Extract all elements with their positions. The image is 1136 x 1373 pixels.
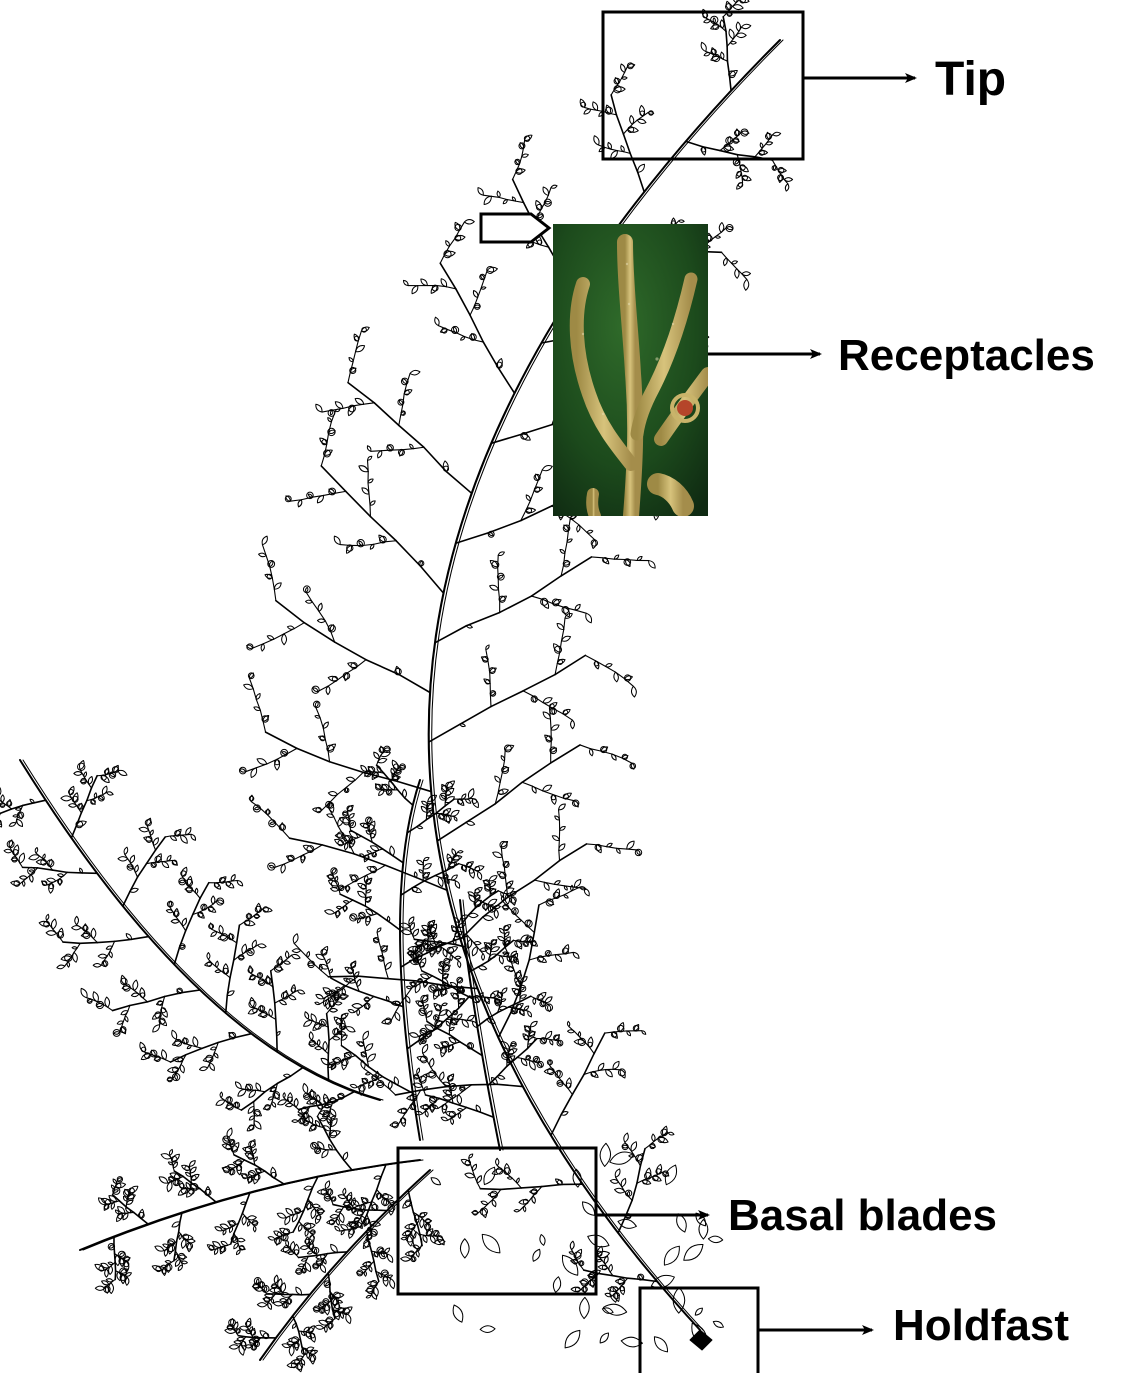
receptacle-photo [553,224,708,516]
tip-box [603,12,803,159]
receptacles-label: Receptacles [838,334,1095,378]
seaweed-drawing [0,0,793,1372]
basal-blades-label: Basal blades [728,1194,997,1238]
tip-label: Tip [935,56,1006,104]
holdfast-label: Holdfast [893,1304,1069,1348]
receptacle-pointer-box [481,214,549,242]
